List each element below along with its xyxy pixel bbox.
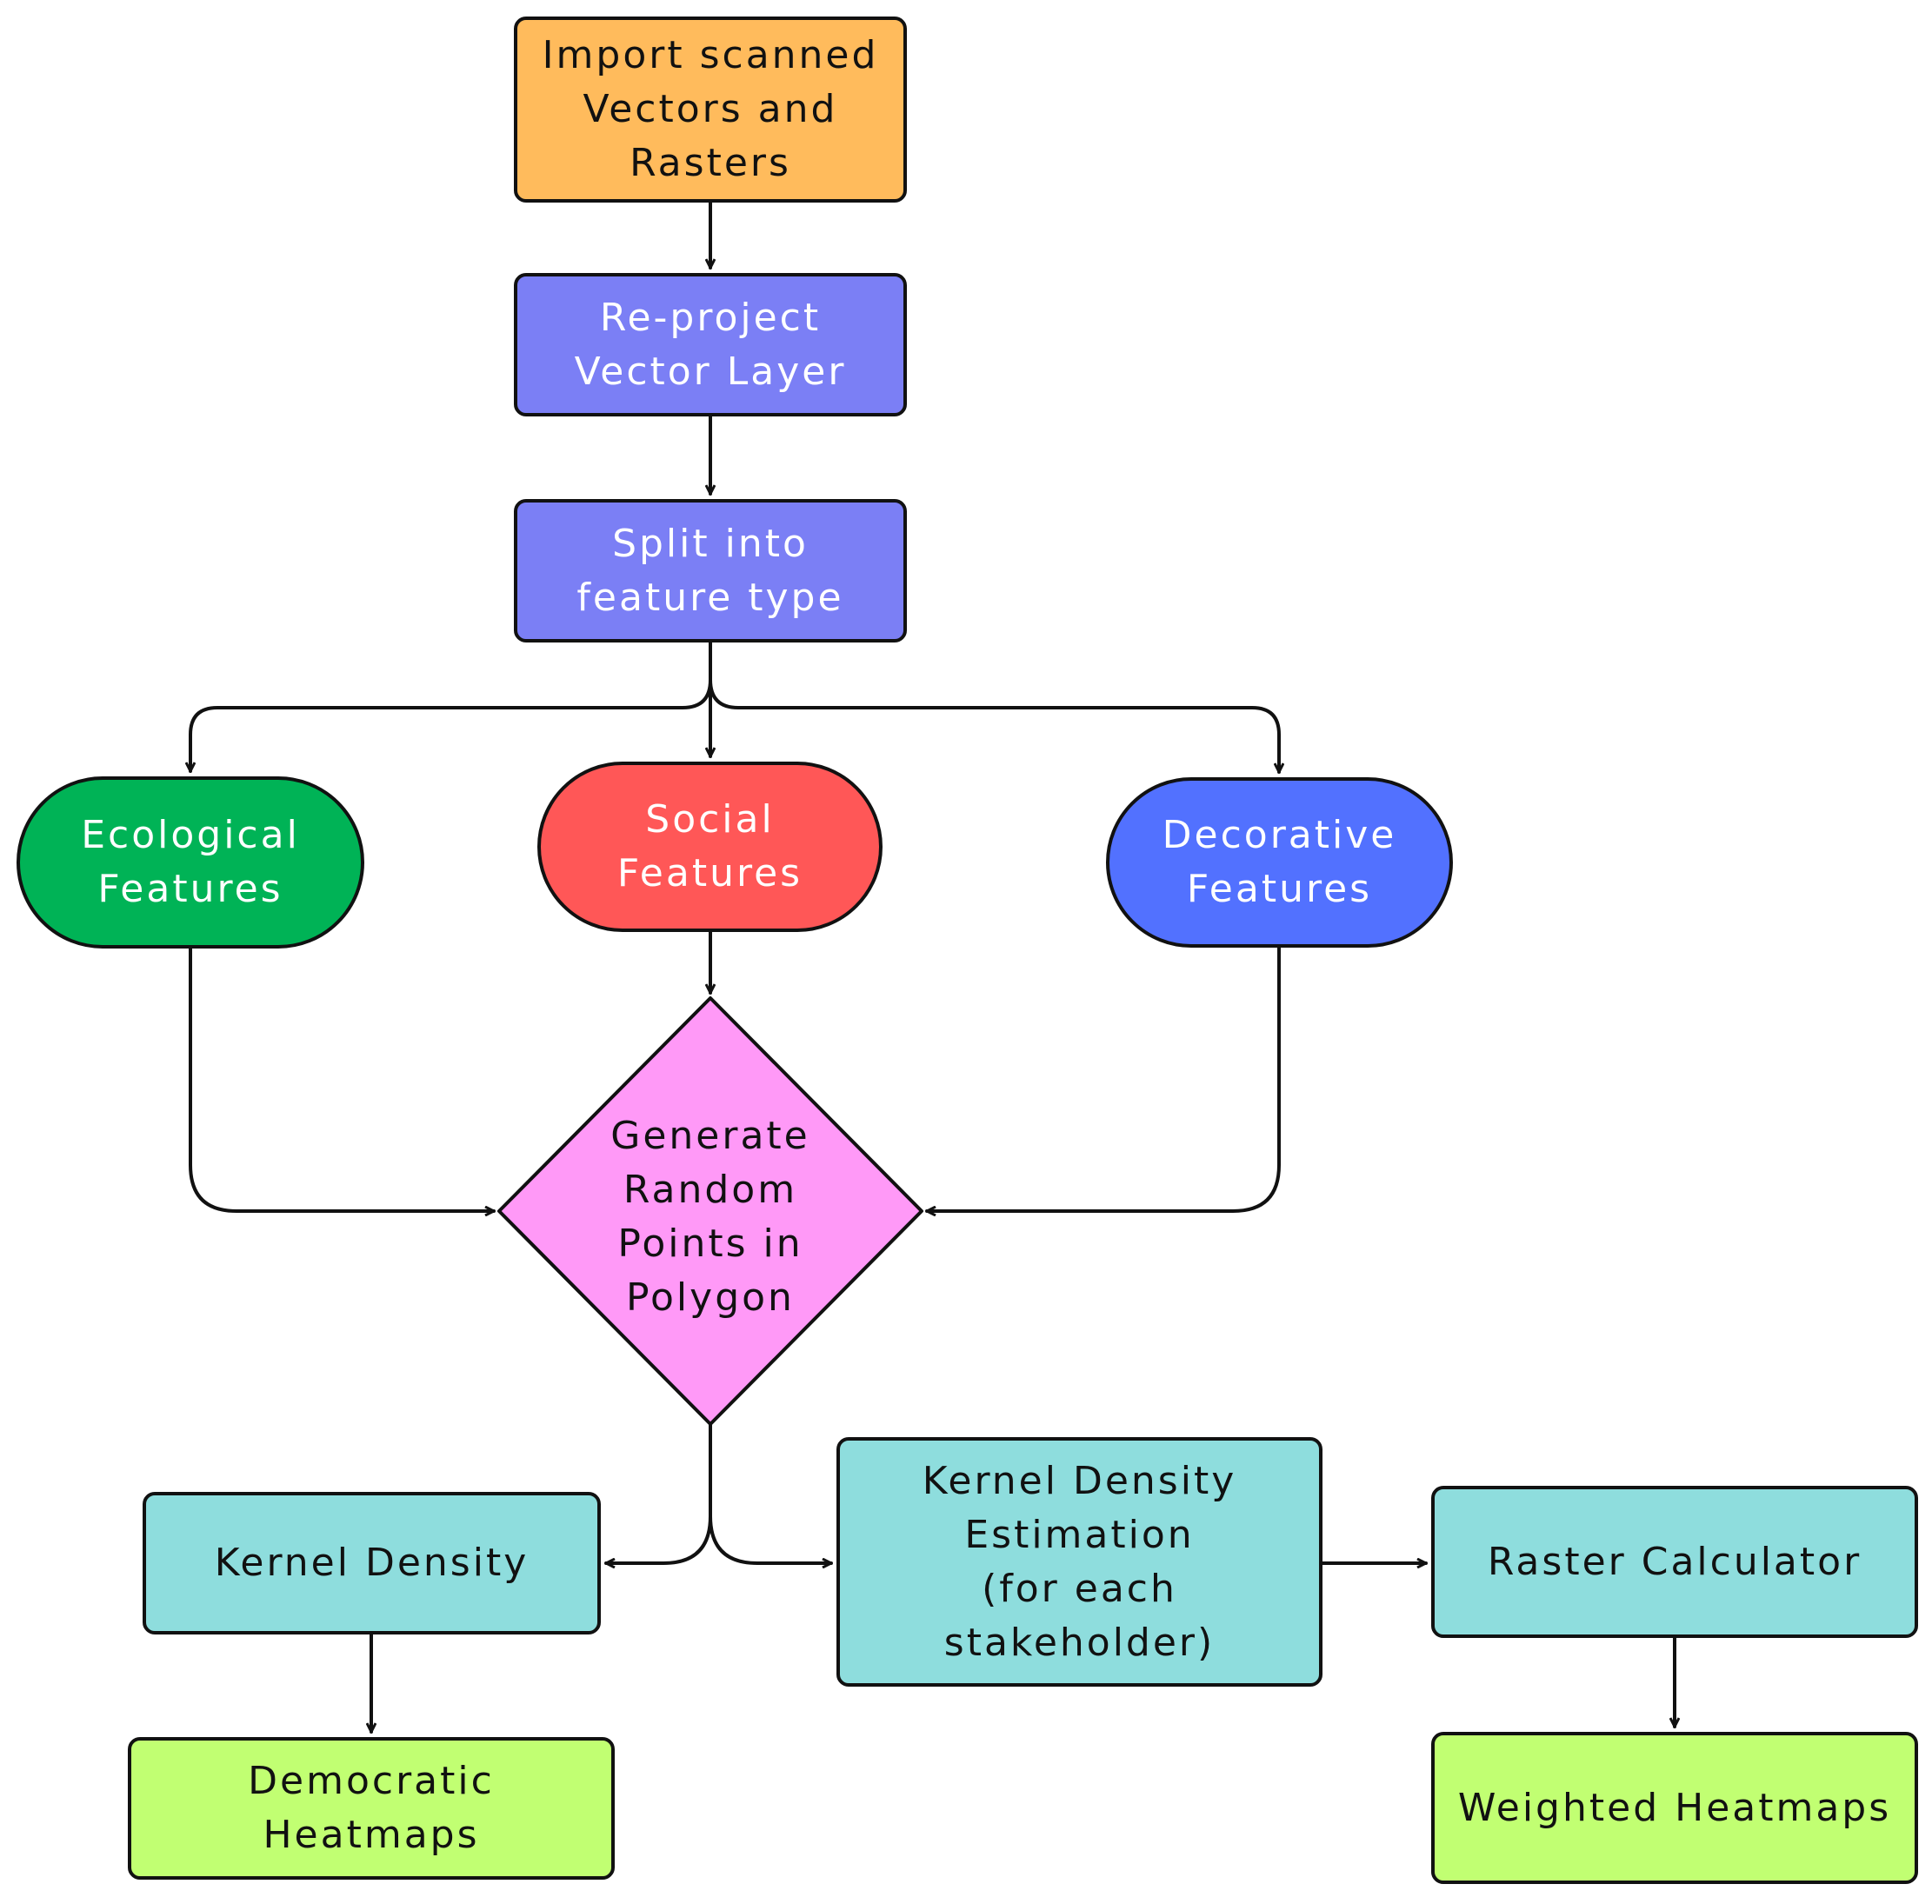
raster-calculator-node: Raster Calculator bbox=[1431, 1486, 1918, 1638]
kernel-density-estimation-node: Kernel Density Estimation (for each stak… bbox=[836, 1437, 1322, 1687]
social-features-label: Social Features bbox=[616, 797, 803, 895]
import-scanned-node: Import scanned Vectors and Rasters bbox=[514, 17, 907, 203]
raster-calculator-label: Raster Calculator bbox=[1487, 1539, 1862, 1584]
import-scanned-label: Import scanned Vectors and Rasters bbox=[542, 33, 879, 185]
arrow-ecological-to-generate bbox=[189, 947, 496, 1211]
ecological-features-node: Ecological Features bbox=[17, 776, 364, 949]
arrow-decorative-to-generate bbox=[925, 946, 1281, 1211]
democratic-heatmaps-label: Democratic Heatmaps bbox=[248, 1759, 495, 1857]
decorative-features-node: Decorative Features bbox=[1106, 777, 1453, 948]
split-feature-type-node: Split into feature type bbox=[514, 499, 907, 642]
arrow-split-to-ecological bbox=[190, 641, 712, 773]
arrow-generate-to-kde-each bbox=[709, 1422, 833, 1563]
generate-random-points-label: Generate Random Points in Polygon bbox=[610, 1114, 810, 1320]
arrow-generate-to-kernel-density bbox=[604, 1422, 712, 1563]
weighted-heatmaps-label: Weighted Heatmaps bbox=[1457, 1785, 1892, 1830]
decorative-features-label: Decorative Features bbox=[1162, 813, 1397, 911]
social-features-node: Social Features bbox=[537, 762, 883, 932]
ecological-features-label: Ecological Features bbox=[81, 813, 300, 911]
reproject-vector-layer-label: Re-project Vector Layer bbox=[574, 295, 847, 394]
kernel-density-node: Kernel Density bbox=[143, 1492, 601, 1634]
kernel-density-label: Kernel Density bbox=[214, 1541, 530, 1585]
weighted-heatmaps-node: Weighted Heatmaps bbox=[1431, 1732, 1918, 1884]
arrow-split-to-decorative bbox=[709, 641, 1279, 774]
kernel-density-estimation-label: Kernel Density Estimation (for each stak… bbox=[922, 1458, 1237, 1665]
democratic-heatmaps-node: Democratic Heatmaps bbox=[128, 1737, 615, 1880]
reproject-vector-layer-node: Re-project Vector Layer bbox=[514, 273, 907, 416]
split-feature-type-label: Split into feature type bbox=[576, 521, 844, 620]
generate-random-points-label-box: Generate Random Points in Polygon bbox=[536, 1104, 884, 1330]
